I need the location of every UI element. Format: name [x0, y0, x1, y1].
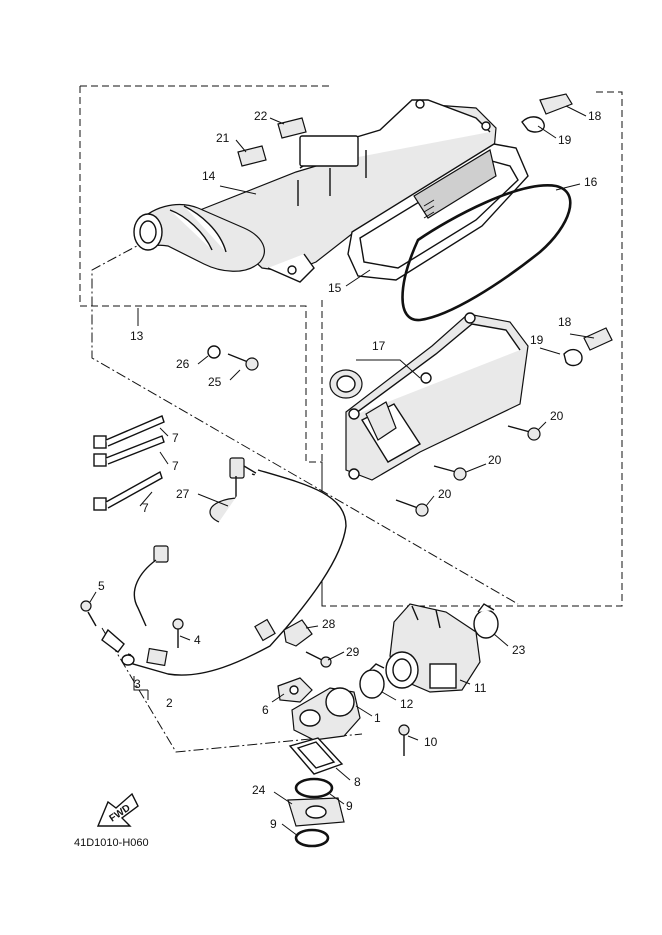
callout-25: 25 [208, 375, 222, 389]
o-ring-9-upper [294, 777, 334, 799]
filter-frame [347, 143, 529, 281]
cable-tie-2 [93, 435, 165, 467]
callout-20c: 20 [438, 487, 452, 501]
hose-routing-line [91, 239, 519, 605]
callout-29: 29 [346, 645, 360, 659]
bolt-10 [398, 724, 410, 756]
callout-5: 5 [98, 579, 105, 593]
callout-7b: 7 [172, 459, 179, 473]
drain-clip-upper [521, 116, 545, 133]
callout-20a: 20 [550, 409, 564, 423]
forward-arrow-icon: FWD [96, 792, 139, 827]
callout-23: 23 [512, 643, 526, 657]
callout-7c: 7 [142, 501, 149, 515]
drain-clip-lower [563, 348, 583, 367]
callout-22: 22 [254, 109, 268, 123]
callout-9a: 9 [346, 799, 353, 813]
hose-sleeve [254, 618, 276, 642]
cable-tie-3 [93, 470, 163, 511]
intake-routing-line [101, 627, 363, 753]
pad-21 [237, 145, 267, 167]
callout-9b: 9 [270, 817, 277, 831]
screw-4 [172, 618, 184, 648]
hose-clamp [146, 647, 168, 667]
sensor-wire [80, 545, 169, 653]
screw-20-b [433, 465, 467, 481]
intake-joint [291, 687, 361, 741]
o-ring-9-lower [294, 828, 330, 848]
callout-26: 26 [176, 357, 190, 371]
air-filter-case [198, 99, 497, 283]
vent-cap [329, 369, 397, 441]
callout-18b: 18 [558, 315, 572, 329]
drawing-code: 41D1010-H060 [74, 837, 149, 849]
callout-20b: 20 [488, 453, 502, 467]
intake-duct [133, 204, 265, 272]
callout-labels: 1 2 3 4 5 6 7 7 7 8 9 9 10 11 12 13 14 1… [98, 109, 602, 831]
clamp-12 [359, 663, 385, 699]
sensor-28 [283, 619, 313, 647]
drain-cap-lower [583, 327, 613, 351]
cable-tie-1 [93, 415, 165, 449]
callout-19b: 19 [530, 333, 544, 347]
bolt-29 [305, 651, 332, 668]
air-filter-group-boundary [79, 85, 623, 607]
drain-cap-upper [539, 93, 573, 115]
callout-10: 10 [424, 735, 438, 749]
case-seal-ring [401, 184, 572, 322]
washer-26 [207, 345, 221, 359]
throttle-body [385, 603, 481, 693]
bolt-25 [227, 353, 259, 371]
callout-3: 3 [134, 677, 141, 691]
callout-27: 27 [176, 487, 190, 501]
callout-8: 8 [354, 775, 361, 789]
pad-22 [277, 117, 307, 139]
callout-14: 14 [202, 169, 216, 183]
callout-17: 17 [372, 339, 386, 353]
clamp-23 [473, 603, 499, 639]
callout-2: 2 [166, 696, 173, 710]
callout-4: 4 [194, 633, 201, 647]
callout-1: 1 [374, 711, 381, 725]
callout-19a: 19 [558, 133, 572, 147]
callout-6: 6 [262, 703, 269, 717]
leader-lines [89, 105, 595, 837]
callout-11: 11 [474, 681, 487, 695]
callout-18a: 18 [588, 109, 602, 123]
callout-7a: 7 [172, 431, 179, 445]
o-ring-3 [121, 654, 135, 666]
screw-20-c [395, 499, 429, 517]
callout-12: 12 [400, 697, 414, 711]
callout-16: 16 [584, 175, 598, 189]
callout-13: 13 [130, 329, 144, 343]
callout-28: 28 [322, 617, 336, 631]
screw-20-a [507, 425, 541, 441]
callout-21: 21 [216, 131, 230, 145]
callout-24: 24 [252, 783, 266, 797]
callout-15: 15 [328, 281, 342, 295]
